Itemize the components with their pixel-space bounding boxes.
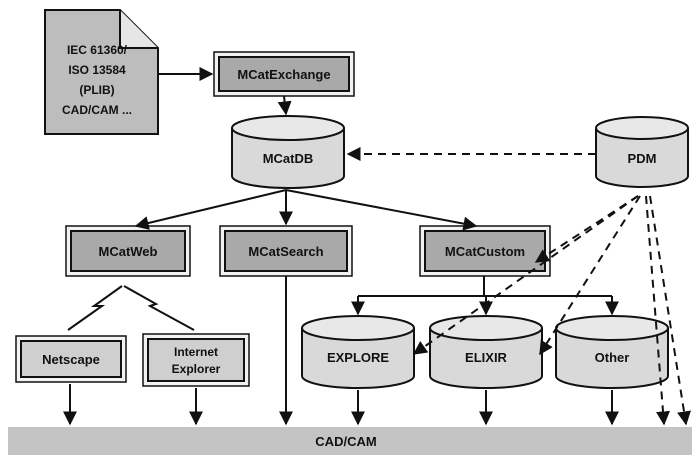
mcatcustom-label: MCatCustom bbox=[445, 244, 525, 259]
document-line-4: CAD/CAM ... bbox=[62, 103, 132, 117]
netscape-box: Netscape bbox=[15, 335, 127, 383]
elixir-label: ELIXIR bbox=[465, 350, 508, 365]
pdm-label: PDM bbox=[628, 151, 657, 166]
mcatsearch-box: MCatSearch bbox=[219, 225, 353, 277]
netscape-label: Netscape bbox=[42, 352, 100, 367]
document-line-1: IEC 61360/ bbox=[67, 43, 128, 57]
explore-label: EXPLORE bbox=[327, 350, 389, 365]
internet-explorer-label-2: Explorer bbox=[172, 362, 221, 376]
mcatexchange-box: MCatExchange bbox=[213, 51, 355, 97]
lightning-mcatweb-to-explorer bbox=[123, 285, 195, 331]
pdm-database: PDM bbox=[595, 116, 689, 188]
internet-explorer-box: Internet Explorer bbox=[142, 333, 250, 387]
arrow-mcatdb-to-mcatweb bbox=[134, 189, 287, 230]
explore-database: EXPLORE bbox=[301, 315, 415, 389]
elixir-database: ELIXIR bbox=[429, 315, 543, 389]
arrow-mcatexchange-to-mcatdb bbox=[277, 95, 292, 116]
other-database: Other bbox=[555, 315, 669, 389]
dashed-arrow-pdm-to-cadcam-b bbox=[649, 195, 691, 426]
dashed-arrow-pdm-to-cadcam-a bbox=[645, 195, 670, 426]
lightning-mcatweb-to-netscape bbox=[67, 285, 123, 331]
mcatdb-label: MCatDB bbox=[263, 151, 314, 166]
cadcam-bar-label: CAD/CAM bbox=[315, 434, 376, 449]
dashed-arrow-pdm-to-explore bbox=[412, 195, 639, 355]
plib-document: IEC 61360/ ISO 13584 (PLIB) CAD/CAM ... bbox=[44, 9, 159, 135]
internet-explorer-label-1: Internet bbox=[174, 345, 218, 359]
dashed-arrow-pdm-to-elixir bbox=[539, 195, 641, 356]
connectors bbox=[63, 67, 691, 426]
arrow-mcatdb-to-mcatcustom bbox=[285, 189, 478, 231]
mcatsearch-label: MCatSearch bbox=[248, 244, 323, 259]
cadcam-bar: CAD/CAM bbox=[8, 427, 692, 455]
other-label: Other bbox=[595, 350, 630, 365]
mcatweb-box: MCatWeb bbox=[65, 225, 191, 277]
mcatweb-label: MCatWeb bbox=[99, 244, 158, 259]
mcatcustom-box: MCatCustom bbox=[419, 225, 551, 277]
document-line-3: (PLIB) bbox=[79, 83, 114, 97]
document-fold bbox=[119, 10, 158, 49]
document-line-2: ISO 13584 bbox=[68, 63, 126, 77]
mcatexchange-label: MCatExchange bbox=[237, 67, 330, 82]
mcatdb-database: MCatDB bbox=[231, 115, 345, 189]
